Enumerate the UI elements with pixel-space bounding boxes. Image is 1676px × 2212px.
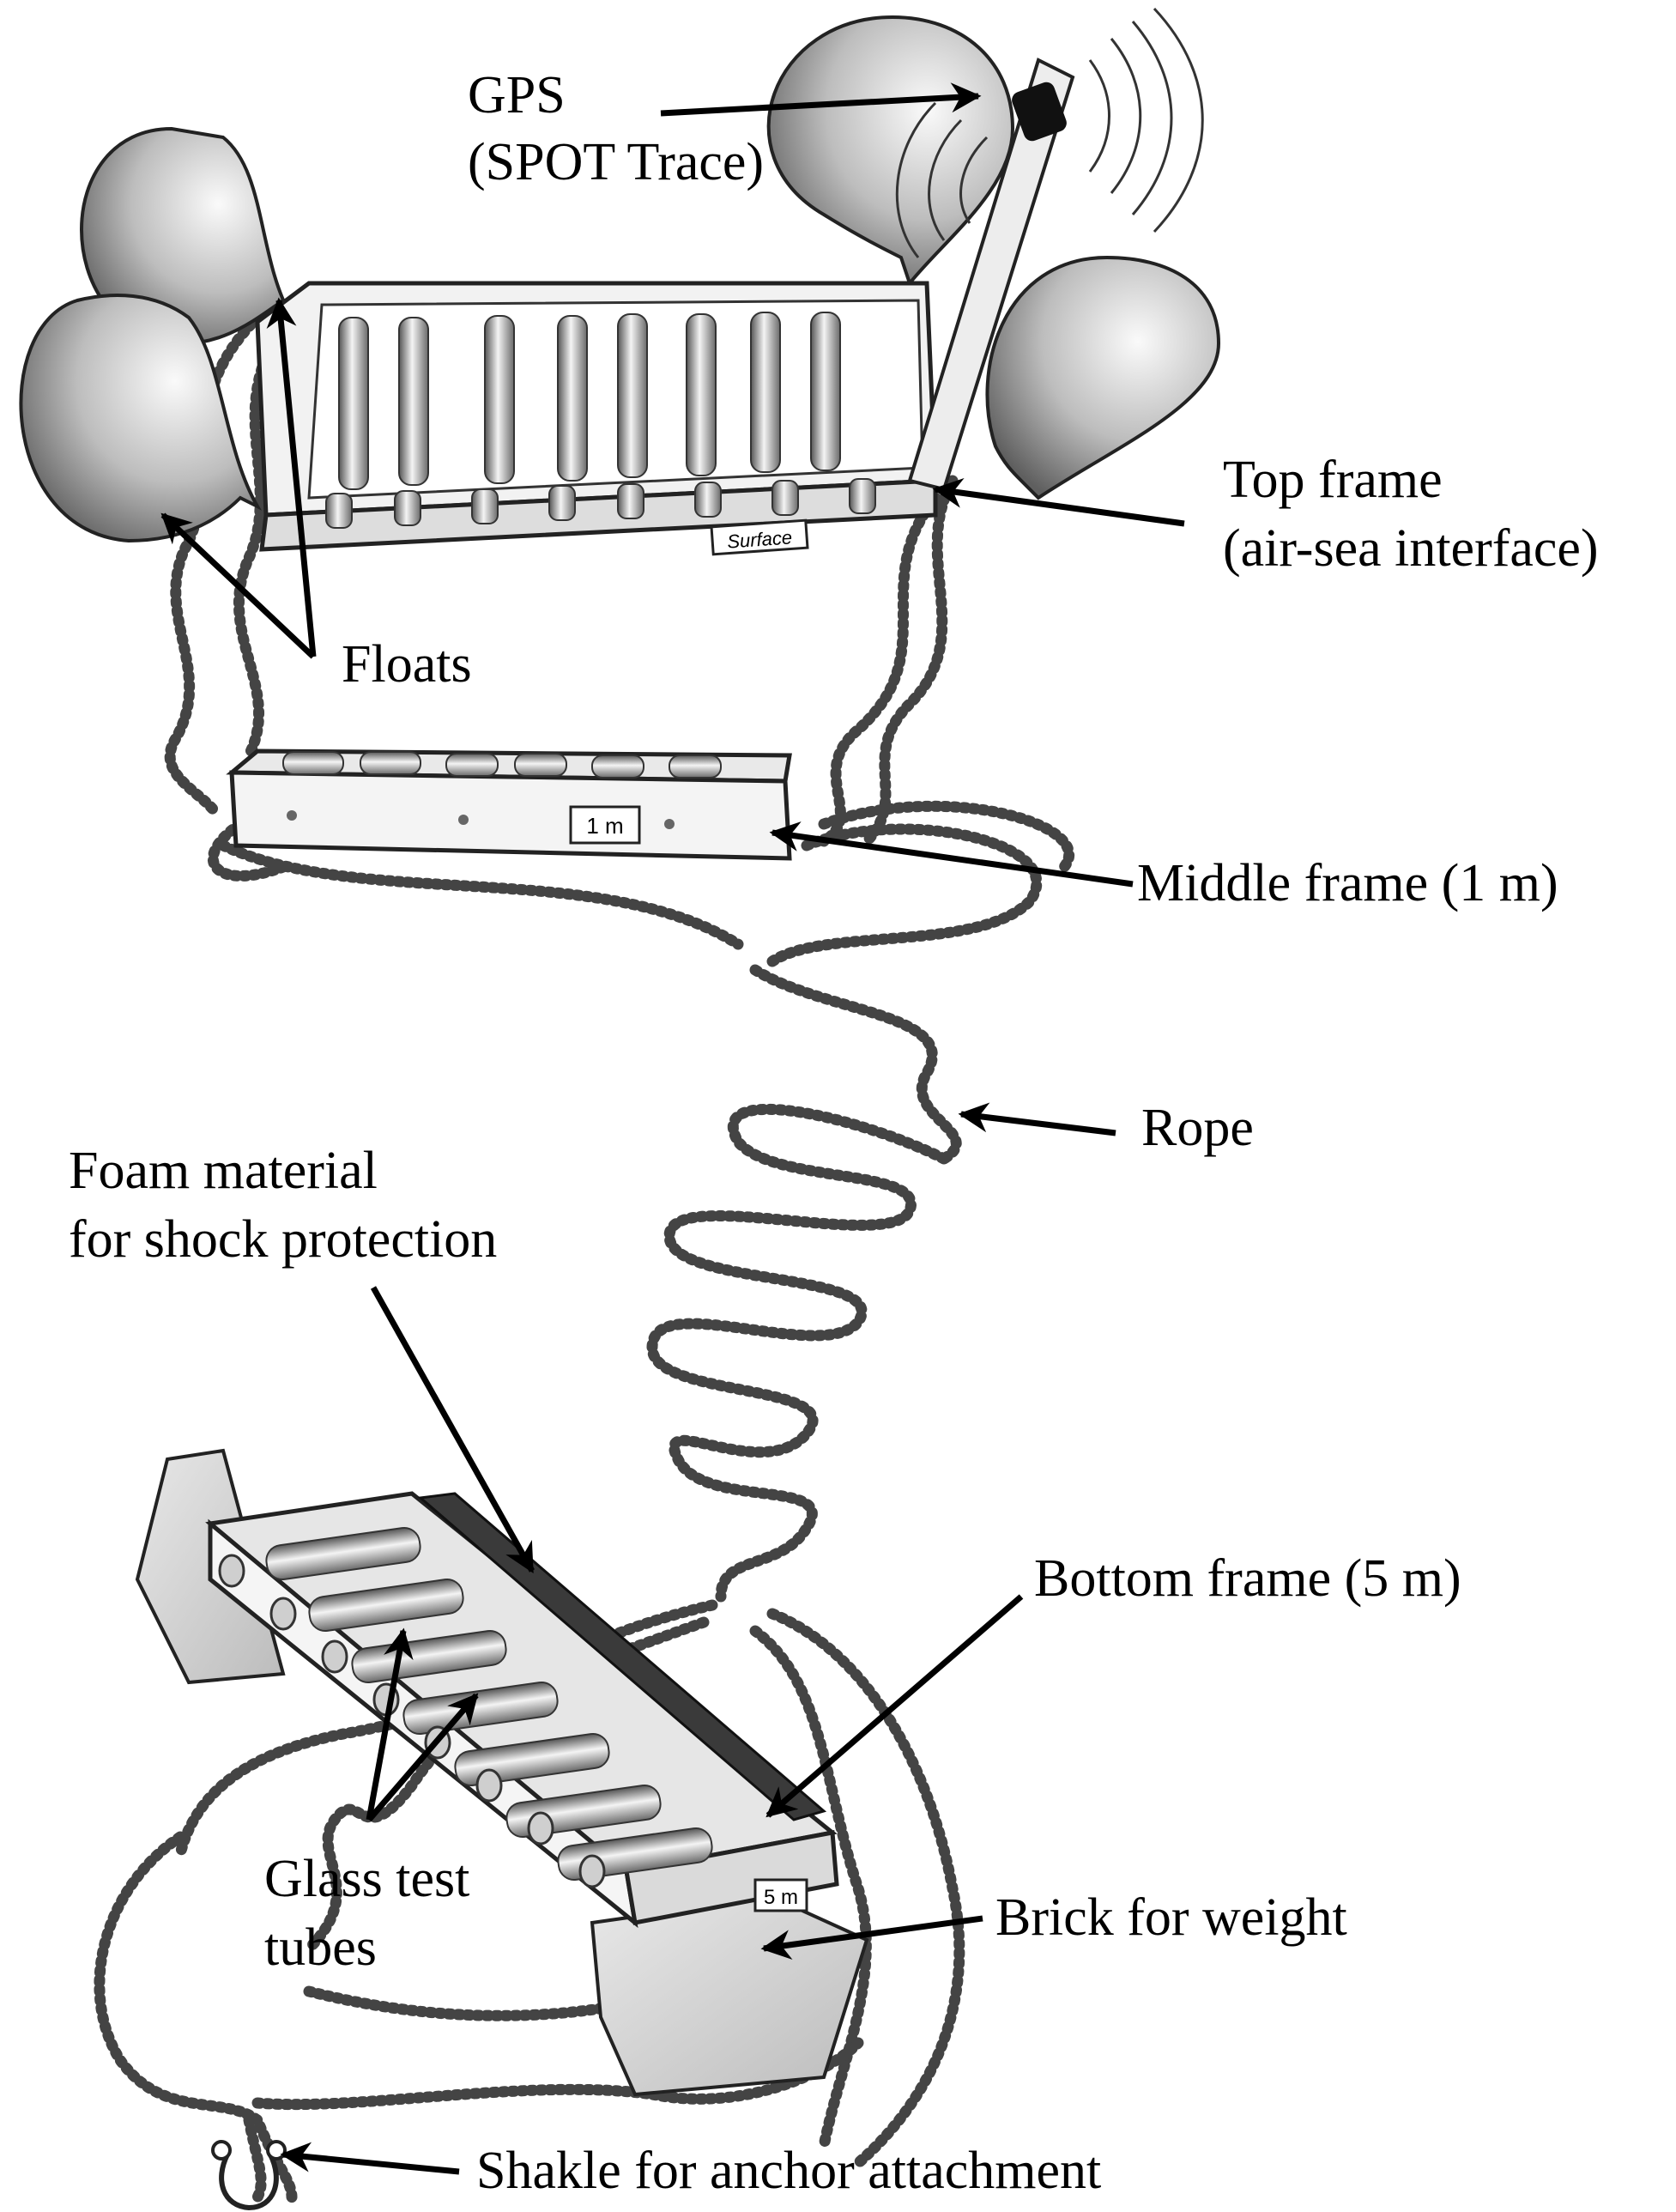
- top-frame-arrow: [932, 477, 1185, 527]
- foam-label-line2: for shock protection: [69, 1210, 498, 1269]
- signal-waves-icon: [895, 7, 1204, 258]
- bottom-frame-arrow: [765, 1594, 1024, 1818]
- foam-label-line1: Foam material: [69, 1142, 378, 1200]
- middle-frame-label: Middle frame (1 m): [1137, 854, 1558, 912]
- one-meter-tag: 1 m: [569, 805, 641, 845]
- glass-arrow-1: [366, 1627, 414, 1821]
- surface-tag: Surface: [710, 518, 809, 556]
- one-meter-tag-text: 1 m: [586, 813, 623, 839]
- glass-tubes-label-line1: Glass test: [264, 1850, 470, 1908]
- floats-label: Floats: [342, 635, 472, 694]
- middle-frame-arrow: [769, 821, 1134, 888]
- shackle-icon: [211, 2140, 287, 2211]
- brick-arrow: [760, 1915, 983, 1960]
- brick-label: Brick for weight: [995, 1888, 1347, 1947]
- gps-label-line1: GPS: [468, 66, 566, 124]
- top-frame-bottom-tubes: [325, 478, 876, 529]
- pointer-arrows: [160, 82, 1185, 2175]
- gps-label-line2: (SPOT Trace): [468, 133, 765, 191]
- five-meter-tag: 5 m: [753, 1878, 808, 1912]
- gps-unit-icon: [1012, 82, 1067, 142]
- shackle-label: Shakle for anchor attachment: [476, 2142, 1102, 2200]
- top-frame: Surface: [255, 281, 938, 556]
- foam-strip: [417, 1492, 827, 1821]
- floats-arrow-1: [266, 297, 317, 658]
- foam-arrow: [370, 1286, 535, 1574]
- bottom-frame-label: Bottom frame (5 m): [1034, 1549, 1461, 1608]
- rope-arrow: [958, 1102, 1116, 1136]
- top-frame-tubes: [338, 312, 841, 490]
- surface-tag-text: Surface: [726, 526, 792, 552]
- gps-arrow: [660, 82, 982, 117]
- bottom-frame: 5 m: [135, 1448, 869, 2097]
- glass-tubes-label-line2: tubes: [264, 1918, 377, 1977]
- top-frame-label-line1: Top frame: [1223, 451, 1443, 509]
- middle-frame: 1 m: [226, 748, 792, 861]
- top-frame-label-line2: (air-sea interface): [1223, 519, 1599, 578]
- gps-mast: [895, 7, 1204, 492]
- middle-frame-tubes: [282, 751, 722, 779]
- shackle-arrow: [280, 2142, 460, 2175]
- glass-arrow-2: [366, 1693, 479, 1822]
- floats-arrow-2: [160, 512, 316, 659]
- five-meter-tag-text: 5 m: [764, 1886, 798, 1909]
- rope-label: Rope: [1141, 1099, 1254, 1157]
